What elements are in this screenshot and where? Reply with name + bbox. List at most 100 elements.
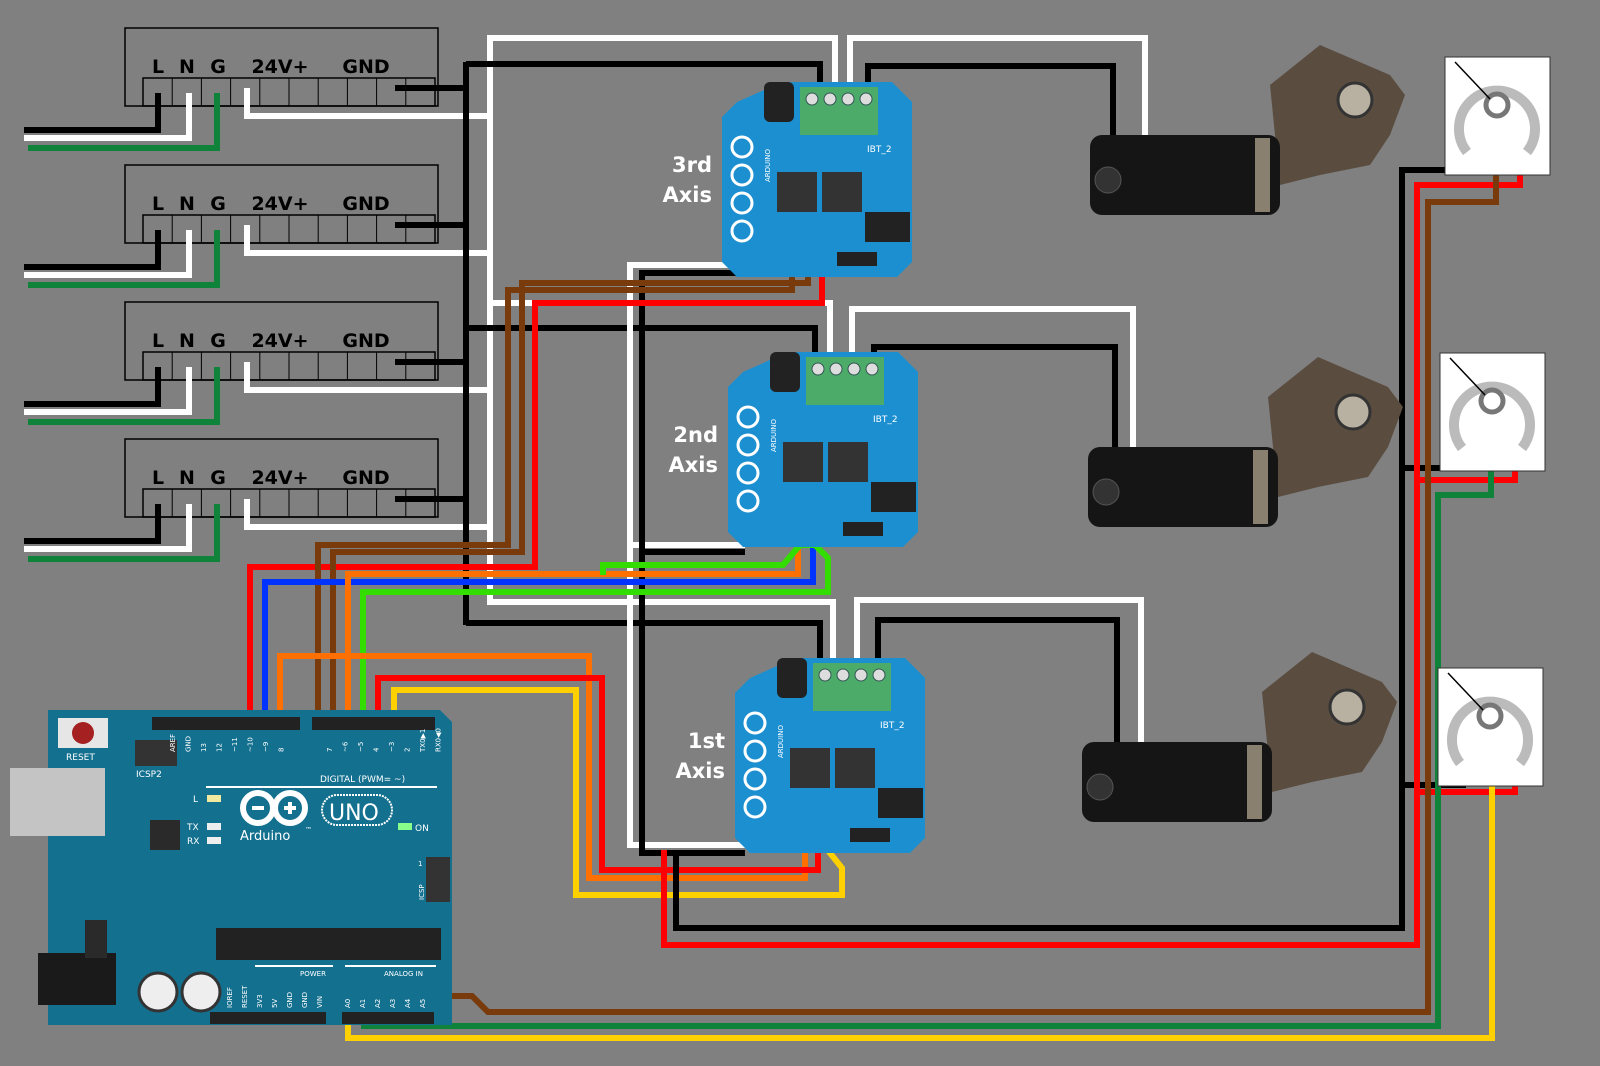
screw-icon (854, 668, 868, 682)
motor-body (1090, 135, 1280, 215)
power-pin-label: GND (286, 992, 294, 1008)
screw-icon (829, 362, 843, 376)
power-supply-case (124, 164, 439, 244)
power-header (210, 1012, 326, 1024)
digital-pin-label: ~10 (247, 737, 255, 752)
digital-pin-label: GND (185, 736, 193, 752)
output-shaft (1336, 81, 1374, 119)
digital-pin-label: ~11 (231, 737, 239, 752)
capacitor (777, 658, 807, 698)
line-wire (24, 504, 161, 544)
terminal-label: L (152, 330, 164, 352)
terminal-label: 24V+ (251, 56, 308, 78)
axis-label: 1st (688, 729, 725, 753)
24v-wire (244, 88, 490, 119)
digital-pin-label: 12 (216, 743, 224, 752)
line-wire (24, 367, 161, 407)
cert-mark-icon (730, 135, 754, 159)
line-wire (24, 230, 161, 270)
potentiometer (1444, 56, 1551, 176)
terminal-label: N (179, 56, 195, 78)
white-wire-3rd-in (490, 35, 838, 92)
terminal-label: N (179, 193, 195, 215)
motor-band (1247, 745, 1262, 819)
gearbox-housing (1268, 357, 1403, 497)
24v-wire (244, 362, 490, 393)
red-signal-wire-pin11 (247, 268, 825, 720)
mosfet-1 (777, 172, 817, 212)
mosfet-1 (790, 748, 830, 788)
capacitor-1 (137, 971, 179, 1013)
pot-wiper-hub (1478, 387, 1506, 415)
brush-cap (1092, 478, 1120, 506)
brush-cap (1094, 166, 1122, 194)
ibt2-driver-board: IBT_2 ARDUINO (722, 82, 912, 277)
digital-pin-label: ~6 (342, 741, 350, 752)
chip-small (150, 820, 180, 850)
potentiometer (1439, 352, 1546, 472)
screw-icon (823, 92, 837, 106)
icsp-header (426, 857, 450, 902)
reset-button-cap[interactable] (72, 722, 94, 744)
black-pot-gnd-wire (673, 167, 1470, 931)
axis-label: 3rd (672, 153, 712, 177)
atmega-chip (216, 928, 441, 960)
capacitor (770, 352, 800, 392)
model-label: IBT_2 (867, 145, 892, 155)
voltage-regulator (85, 920, 107, 958)
terminal-label: L (152, 467, 164, 489)
pot-track (1449, 381, 1535, 452)
screw-icon (811, 362, 825, 376)
led-on (398, 823, 412, 830)
red-pot-vcc-wire (661, 168, 1523, 948)
terminal-label: N (179, 467, 195, 489)
ground-wire (28, 367, 220, 425)
brand-label: ARDUINO (764, 149, 772, 182)
analog-pin-label: A3 (389, 999, 397, 1008)
terminal-label: G (210, 193, 226, 215)
icsp2-label: ICSP2 (136, 770, 162, 780)
digital-pin-label: 4 (373, 747, 381, 752)
analog-pin-label: A1 (359, 999, 367, 1008)
pot-arrow (1454, 61, 1491, 100)
white-wire-2nd-motor (849, 306, 1136, 450)
neutral-wire (24, 367, 192, 415)
on-label: ON (415, 824, 429, 834)
digital-pin-label: 8 (278, 748, 286, 752)
orange-signal-wire-pin5 (345, 548, 801, 720)
pot-track (1447, 696, 1533, 767)
uno-badge (321, 794, 393, 826)
mosfet-2 (835, 748, 875, 788)
screw-icon (818, 668, 832, 682)
terminal-label: 24V+ (251, 467, 308, 489)
power-pin-label: 5V (271, 999, 279, 1008)
brown-signal-wire-pin7 (315, 268, 795, 720)
red-signal-wire-pin3 (375, 675, 821, 873)
axis-label: Axis (663, 183, 713, 207)
cert-mark-icon (743, 795, 767, 819)
pot-arrow (1447, 672, 1484, 711)
power-pin-label: 3V3 (256, 994, 264, 1008)
output-shaft (1328, 688, 1366, 726)
blue-signal-wire-pin10 (262, 548, 816, 720)
mosfet-1 (783, 442, 823, 482)
ground-wire (28, 504, 220, 562)
mosfet-2 (822, 172, 862, 212)
power-pin-label: GND (301, 992, 309, 1008)
brand-label: ARDUINO (777, 725, 785, 758)
power-label: POWER (300, 970, 326, 978)
terminal-label: N (179, 330, 195, 352)
terminal-label: GND (342, 193, 389, 215)
motor-body (1082, 742, 1272, 822)
axis-label: 2nd (673, 423, 718, 447)
screw-icon (847, 362, 861, 376)
screw-icon (859, 92, 873, 106)
white-wire-1st-in (490, 599, 836, 672)
screw-icon (865, 362, 879, 376)
